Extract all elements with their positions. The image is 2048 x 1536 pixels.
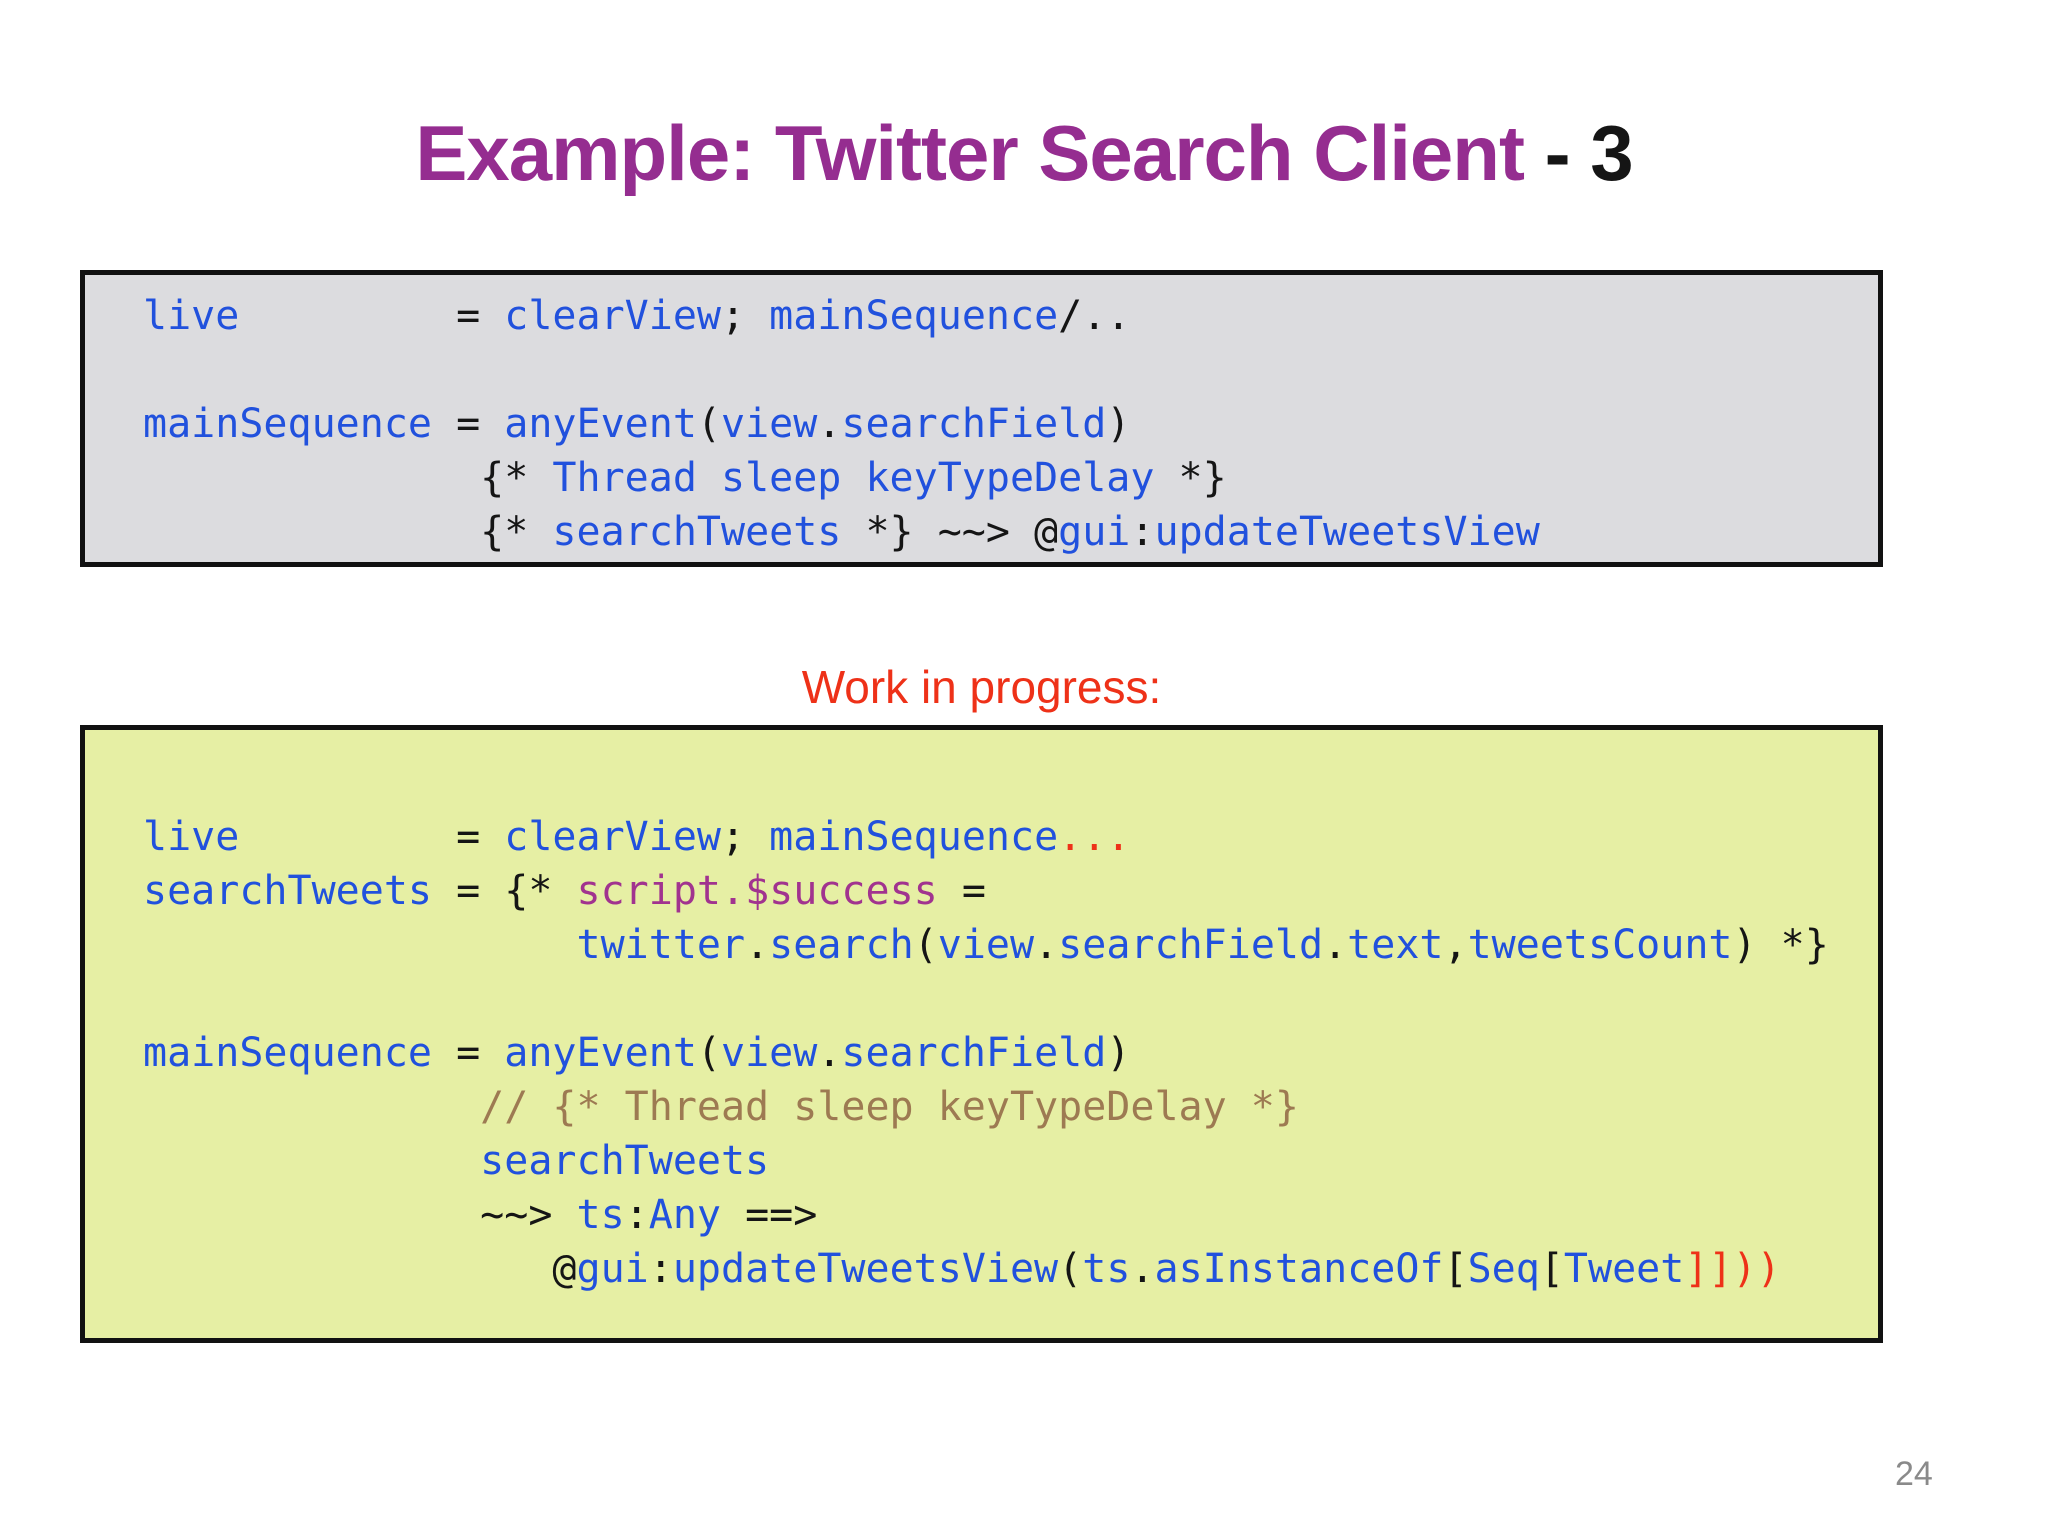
code-pre-wip: live = clearView; mainSequence...searchT… [85, 730, 1878, 1296]
code-token: // {* Thread sleep keyTypeDelay *} [480, 1084, 1299, 1130]
code-token: [ [1443, 1246, 1468, 1292]
code-token: ; [721, 293, 770, 339]
code-token: . [817, 401, 842, 447]
code-token: . [1130, 1246, 1155, 1292]
code-line [143, 343, 1878, 397]
code-token: . [817, 1030, 842, 1076]
code-token: mainSequence [143, 401, 457, 447]
code-token: /.. [1058, 293, 1131, 339]
code-line [143, 972, 1878, 1026]
code-token: : [648, 1246, 673, 1292]
code-token: live [143, 814, 457, 860]
code-token: clearView [504, 293, 721, 339]
code-token [143, 922, 576, 968]
code-line: @gui:updateTweetsView(ts.asInstanceOf[Se… [143, 1242, 1878, 1296]
code-token: . [1034, 922, 1059, 968]
code-token: searchTweets [552, 509, 842, 555]
code-token: searchField [841, 1030, 1107, 1076]
code-token: tweetsCount [1467, 922, 1733, 968]
code-token: mainSequence [769, 814, 1059, 860]
code-block-current: live = clearView; mainSequence/.. mainSe… [80, 270, 1883, 567]
code-token: : [1130, 509, 1155, 555]
code-token: search [769, 922, 914, 968]
code-token: ( [696, 1030, 721, 1076]
code-token: twitter [576, 922, 746, 968]
code-token: anyEvent [504, 1030, 697, 1076]
code-token: ; [721, 814, 770, 860]
code-token: mainSequence [143, 1030, 457, 1076]
code-token: clearView [504, 814, 721, 860]
slide-title: Example: Twitter Search Client - 3 [0, 108, 2048, 199]
code-line: mainSequence = anyEvent(view.searchField… [143, 1026, 1878, 1080]
code-token: updateTweetsView [672, 1246, 1059, 1292]
code-block-wip: live = clearView; mainSequence...searchT… [80, 725, 1883, 1343]
code-token: = [456, 293, 505, 339]
code-token: text [1347, 922, 1444, 968]
code-token: ( [1058, 1246, 1083, 1292]
code-line: live = clearView; mainSequence/.. [143, 289, 1878, 343]
code-token: = [937, 868, 986, 914]
code-line: searchTweets = {* script.$success = [143, 864, 1878, 918]
code-token: ) *} [1732, 922, 1829, 968]
code-token: searchField [1058, 922, 1324, 968]
code-token: script.$success [576, 868, 938, 914]
slide-title-main: Example: Twitter Search Client [415, 109, 1525, 197]
code-token: = [456, 401, 505, 447]
code-token [143, 1084, 480, 1130]
code-token: @ [143, 1246, 577, 1292]
code-token: . [1323, 922, 1348, 968]
code-pre-current: live = clearView; mainSequence/.. mainSe… [85, 275, 1878, 559]
code-line: {* Thread sleep keyTypeDelay *} [143, 451, 1878, 505]
code-token: Thread sleep keyTypeDelay [552, 455, 1155, 501]
code-token: *} [1154, 455, 1227, 501]
code-line: mainSequence = anyEvent(view.searchField… [143, 397, 1878, 451]
code-token: [ [1539, 1246, 1564, 1292]
code-token: ~~> [143, 1192, 577, 1238]
code-line: // {* Thread sleep keyTypeDelay *} [143, 1080, 1878, 1134]
code-token: searchTweets [143, 868, 457, 914]
code-token: *} ~~> @ [841, 509, 1059, 555]
code-token: ts [576, 1192, 625, 1238]
code-token: searchTweets [480, 1138, 770, 1184]
code-line: live = clearView; mainSequence... [143, 810, 1878, 864]
code-token: live [143, 293, 457, 339]
page-number: 24 [1895, 1455, 1933, 1493]
code-token: updateTweetsView [1154, 509, 1540, 555]
code-token: mainSequence [769, 293, 1059, 339]
code-token: , [1443, 922, 1468, 968]
code-token: = {* [456, 868, 577, 914]
code-token: ) [1106, 401, 1131, 447]
code-token: ==> [721, 1192, 818, 1238]
code-token: ( [696, 401, 721, 447]
code-token: {* [143, 509, 553, 555]
code-token: gui [576, 1246, 649, 1292]
code-token: ) [1106, 1030, 1131, 1076]
code-token: view [937, 922, 1035, 968]
code-token: . [745, 922, 770, 968]
code-token: Any [648, 1192, 721, 1238]
code-token [143, 1138, 480, 1184]
code-token: searchField [841, 401, 1107, 447]
code-token: = [456, 1030, 505, 1076]
code-token: gui [1058, 509, 1131, 555]
code-token: = [456, 814, 505, 860]
code-token: view [721, 401, 818, 447]
code-line: ~~> ts:Any ==> [143, 1188, 1878, 1242]
code-token: anyEvent [504, 401, 697, 447]
code-token: ]])) [1684, 1246, 1781, 1292]
code-line: {* searchTweets *} ~~> @gui:updateTweets… [143, 505, 1878, 559]
code-token: : [624, 1192, 649, 1238]
code-token: Tweet [1563, 1246, 1685, 1292]
code-token: view [721, 1030, 818, 1076]
code-token: {* [143, 455, 553, 501]
code-token: Seq [1467, 1246, 1540, 1292]
wip-label: Work in progress: [801, 661, 1162, 713]
slide-title-suffix: - 3 [1523, 109, 1634, 197]
code-line: twitter.search(view.searchField.text,twe… [143, 918, 1878, 972]
code-token: asInstanceOf [1154, 1246, 1444, 1292]
code-line: searchTweets [143, 1134, 1878, 1188]
code-token: ... [1058, 814, 1131, 860]
code-token: ts [1082, 1246, 1131, 1292]
code-token: ( [913, 922, 938, 968]
